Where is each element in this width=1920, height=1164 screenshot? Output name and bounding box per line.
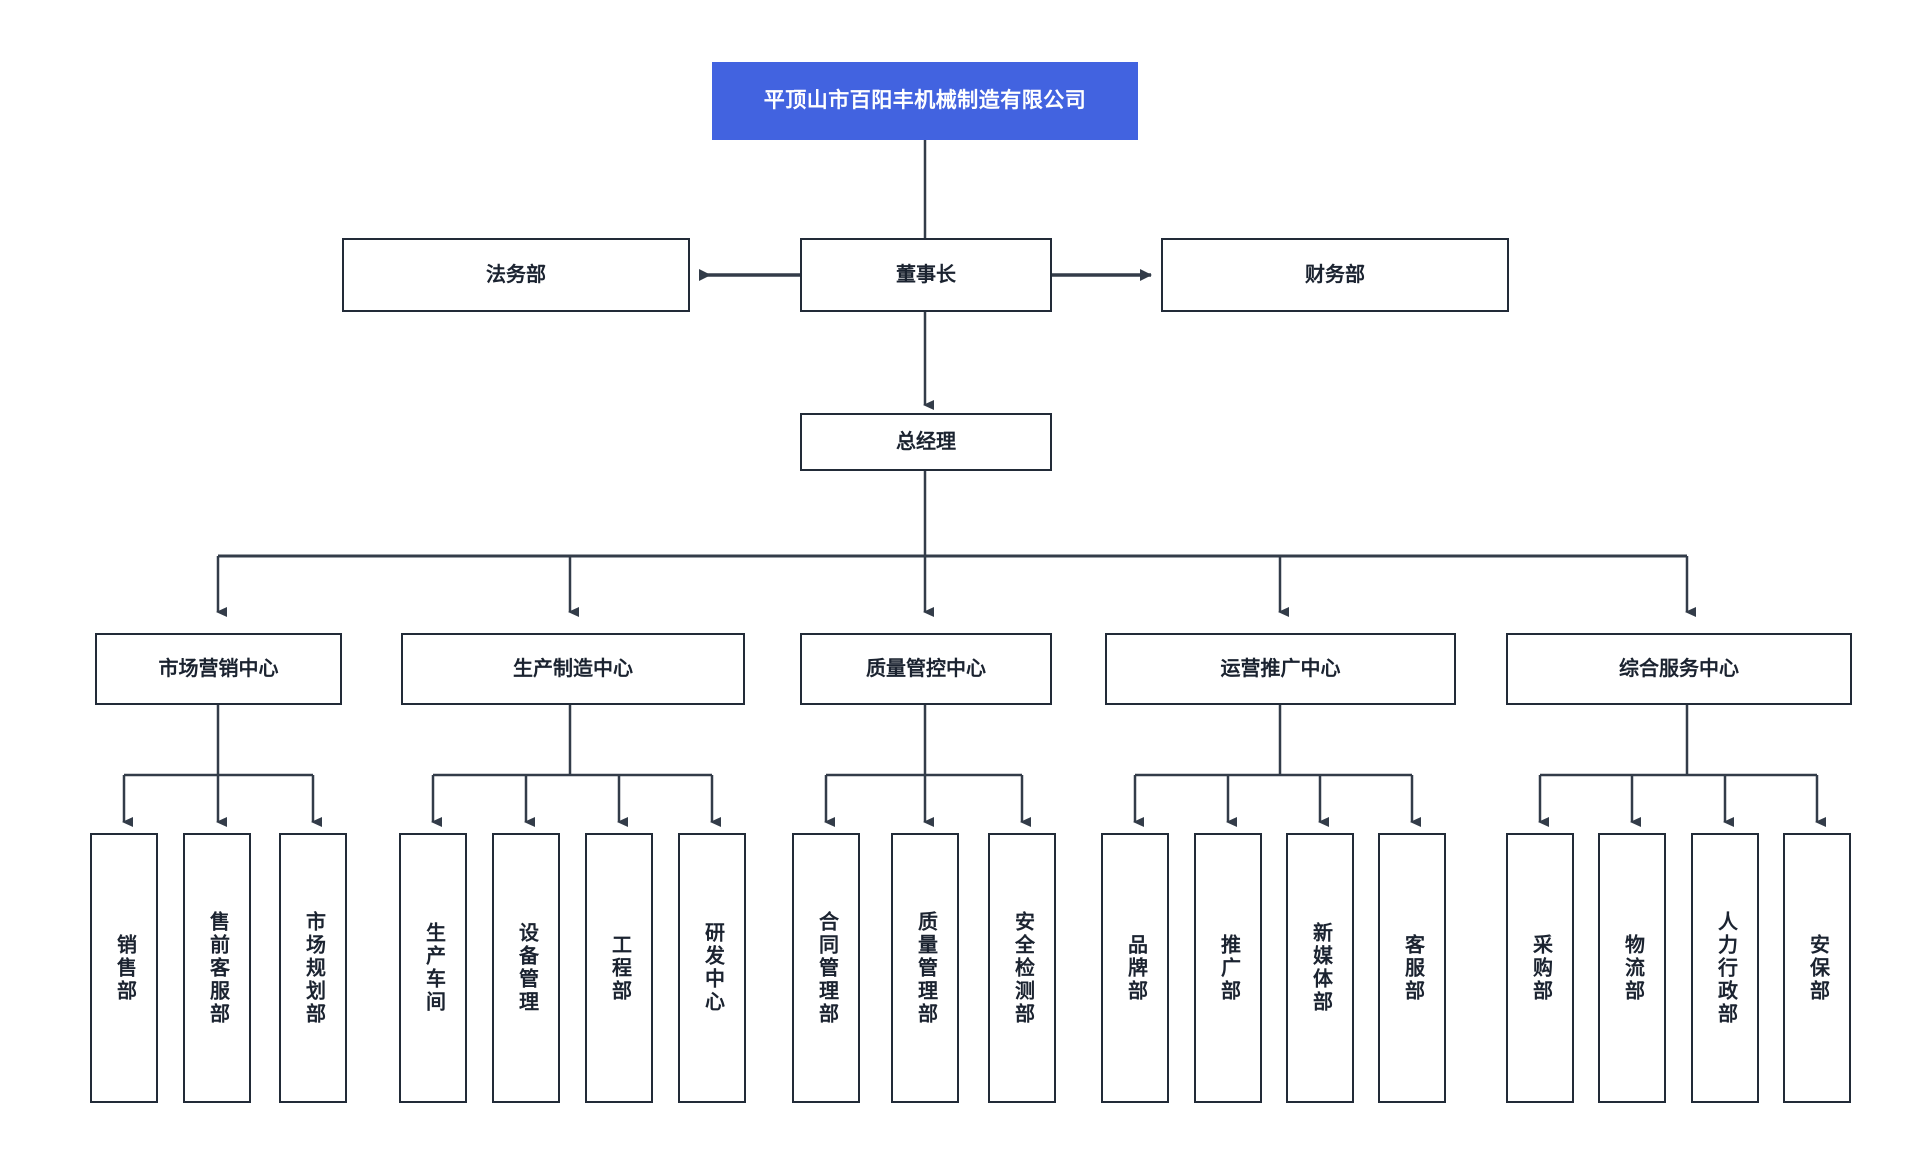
node-center-operations[interactable]: 运营推广中心: [1105, 633, 1456, 705]
node-dept-brand[interactable]: 品牌部: [1101, 833, 1169, 1103]
node-dept-presales-service[interactable]: 售前客服部: [183, 833, 251, 1103]
edges-center-3: [824, 705, 1031, 827]
edges-center-2: [431, 705, 721, 827]
node-center-marketing[interactable]: 市场营销中心: [95, 633, 342, 705]
node-dept-rnd-center[interactable]: 研发中心: [678, 833, 746, 1103]
node-company-root[interactable]: 平顶山市百阳丰机械制造有限公司: [712, 62, 1138, 140]
node-label: 生产车间: [422, 922, 445, 1014]
node-dept-contract-management[interactable]: 合同管理部: [792, 833, 860, 1103]
node-label: 董事长: [896, 263, 956, 286]
node-chairman[interactable]: 董事长: [800, 238, 1052, 312]
node-label: 销售部: [113, 933, 136, 1003]
node-center-quality[interactable]: 质量管控中心: [800, 633, 1052, 705]
edges-center-5: [1538, 705, 1826, 827]
node-legal-department[interactable]: 法务部: [342, 238, 690, 312]
node-dept-quality-management[interactable]: 质量管理部: [891, 833, 959, 1103]
node-dept-production-workshop[interactable]: 生产车间: [399, 833, 467, 1103]
node-label: 合同管理部: [815, 910, 838, 1026]
node-dept-market-planning[interactable]: 市场规划部: [279, 833, 347, 1103]
node-label: 人力行政部: [1714, 910, 1737, 1026]
node-label: 品牌部: [1124, 933, 1147, 1003]
edges-center-4: [1133, 705, 1421, 827]
node-label: 设备管理: [515, 922, 538, 1014]
bus-centers: [216, 554, 1696, 617]
node-dept-equipment-management[interactable]: 设备管理: [492, 833, 560, 1103]
node-label: 安全检测部: [1011, 910, 1034, 1026]
node-dept-sales[interactable]: 销售部: [90, 833, 158, 1103]
node-dept-procurement[interactable]: 采购部: [1506, 833, 1574, 1103]
node-label: 平顶山市百阳丰机械制造有限公司: [763, 88, 1087, 112]
node-dept-promotion[interactable]: 推广部: [1194, 833, 1262, 1103]
node-label: 质量管理部: [914, 910, 937, 1026]
node-label: 物流部: [1621, 933, 1644, 1003]
node-label: 总经理: [896, 430, 956, 453]
node-center-general-services[interactable]: 综合服务中心: [1506, 633, 1852, 705]
node-label: 财务部: [1305, 263, 1365, 286]
node-label: 法务部: [486, 263, 546, 286]
node-label: 安保部: [1806, 933, 1829, 1003]
node-label: 生产制造中心: [513, 657, 633, 680]
node-dept-customer-service[interactable]: 客服部: [1378, 833, 1446, 1103]
node-label: 采购部: [1529, 933, 1552, 1003]
node-dept-new-media[interactable]: 新媒体部: [1286, 833, 1354, 1103]
node-center-production[interactable]: 生产制造中心: [401, 633, 745, 705]
node-label: 工程部: [608, 933, 631, 1003]
node-label: 新媒体部: [1309, 922, 1332, 1014]
node-label: 综合服务中心: [1619, 657, 1739, 680]
node-label: 研发中心: [701, 922, 724, 1014]
node-dept-hr-administration[interactable]: 人力行政部: [1691, 833, 1759, 1103]
node-label: 推广部: [1217, 933, 1240, 1003]
node-dept-security[interactable]: 安保部: [1783, 833, 1851, 1103]
node-dept-safety-inspection[interactable]: 安全检测部: [988, 833, 1056, 1103]
node-label: 质量管控中心: [866, 657, 986, 680]
node-label: 客服部: [1401, 933, 1424, 1003]
node-label: 售前客服部: [206, 910, 229, 1026]
node-label: 市场营销中心: [158, 657, 279, 680]
node-dept-logistics[interactable]: 物流部: [1598, 833, 1666, 1103]
node-label: 运营推广中心: [1220, 657, 1341, 680]
node-general-manager[interactable]: 总经理: [800, 413, 1052, 471]
edges-center-1: [122, 705, 322, 827]
node-label: 市场规划部: [302, 910, 325, 1026]
node-finance-department[interactable]: 财务部: [1161, 238, 1509, 312]
node-dept-engineering[interactable]: 工程部: [585, 833, 653, 1103]
